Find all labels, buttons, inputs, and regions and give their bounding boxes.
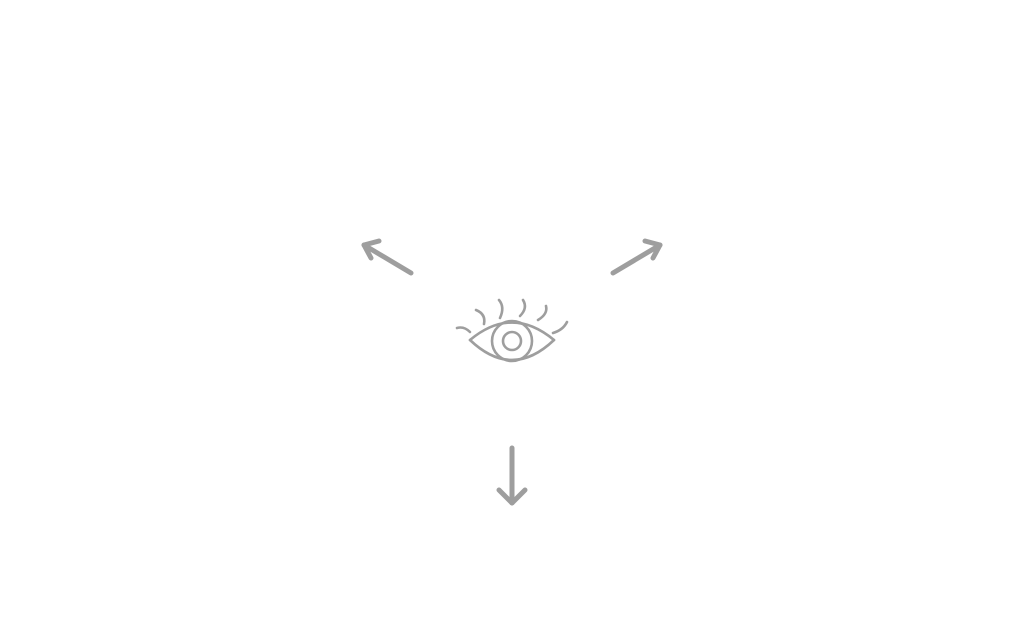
arrow-up-left-icon — [361, 238, 414, 276]
arrow-up-right-icon — [610, 238, 663, 276]
arrow-down-icon — [496, 445, 528, 506]
eye-icon — [455, 298, 569, 363]
